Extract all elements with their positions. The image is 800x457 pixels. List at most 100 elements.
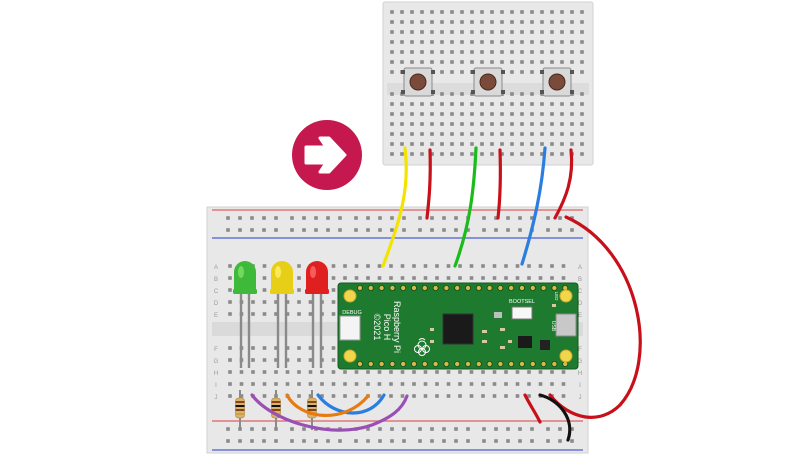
hole (435, 394, 439, 398)
hole (550, 382, 554, 386)
hole (390, 427, 394, 431)
hole (550, 122, 554, 126)
hole (510, 40, 514, 44)
hole (290, 439, 294, 443)
hole (308, 358, 313, 362)
hole (580, 30, 584, 34)
hole (570, 60, 574, 64)
hole (250, 216, 254, 220)
hole (550, 20, 554, 24)
hole (418, 427, 422, 431)
hole (274, 228, 278, 232)
hole (469, 264, 474, 268)
hole (490, 30, 494, 34)
hole (550, 40, 554, 44)
hole (561, 276, 566, 280)
hole (331, 288, 336, 292)
hole (480, 10, 484, 14)
hole (228, 300, 232, 304)
hole (262, 382, 267, 386)
crystal (494, 312, 502, 318)
hole (570, 30, 574, 34)
hole (377, 382, 382, 386)
hole (262, 216, 266, 220)
hole (540, 112, 544, 116)
hole (354, 439, 358, 443)
row-letter: E (578, 313, 582, 319)
hole (430, 132, 434, 136)
hole (520, 112, 524, 116)
hole (262, 439, 266, 443)
hole (440, 30, 444, 34)
hole (354, 382, 359, 386)
hole (366, 427, 370, 431)
hole (520, 30, 524, 34)
hole (262, 300, 267, 304)
hole (527, 276, 531, 280)
hole (550, 112, 554, 116)
hole (320, 394, 324, 398)
hole (290, 216, 294, 220)
hole (430, 20, 434, 24)
hole (510, 92, 514, 96)
hole (430, 40, 434, 44)
hole (480, 20, 484, 24)
row-letter: H (214, 371, 218, 377)
pin (400, 284, 407, 291)
hole (418, 228, 422, 232)
hole (418, 216, 422, 220)
hole (420, 112, 424, 116)
hole (274, 312, 278, 316)
hole (262, 394, 267, 398)
hole (500, 60, 504, 64)
hole (510, 10, 514, 14)
hole (228, 264, 232, 268)
hole (458, 394, 462, 398)
hole (338, 228, 342, 232)
row-letter: A (578, 265, 582, 271)
debug-label: DEBUG (342, 310, 362, 316)
hole (410, 122, 414, 126)
hole (580, 152, 584, 156)
row-letter: C (214, 289, 219, 295)
pin (443, 360, 450, 367)
hole (470, 152, 474, 156)
hole (423, 394, 428, 398)
pin (400, 360, 407, 367)
hole (250, 228, 254, 232)
hole (490, 102, 494, 106)
hole (520, 92, 524, 96)
pin (443, 284, 450, 291)
hole (540, 50, 544, 54)
hole (400, 10, 404, 14)
hole (500, 122, 504, 126)
hole (482, 228, 486, 232)
hole (377, 370, 382, 374)
hole (469, 370, 474, 374)
pin (486, 360, 493, 367)
hole (520, 50, 524, 54)
hole (460, 70, 464, 74)
hole (251, 300, 255, 304)
wires (250, 146, 642, 442)
wire-blue-short (316, 393, 386, 415)
green-led (233, 261, 257, 368)
hole (410, 152, 414, 156)
hole (442, 439, 446, 443)
hole (250, 427, 254, 431)
hole (420, 40, 424, 44)
hole (560, 50, 564, 54)
yellow-led (270, 261, 294, 368)
row-letter: H (578, 371, 582, 377)
hole (440, 152, 444, 156)
hole (410, 102, 414, 106)
hole (550, 276, 554, 280)
hole (308, 382, 313, 386)
pin (475, 284, 482, 291)
hole (466, 427, 470, 431)
hole (423, 382, 428, 386)
pin (464, 360, 471, 367)
regulator (540, 340, 550, 350)
pin (475, 360, 482, 367)
row-letter: E (214, 313, 218, 319)
